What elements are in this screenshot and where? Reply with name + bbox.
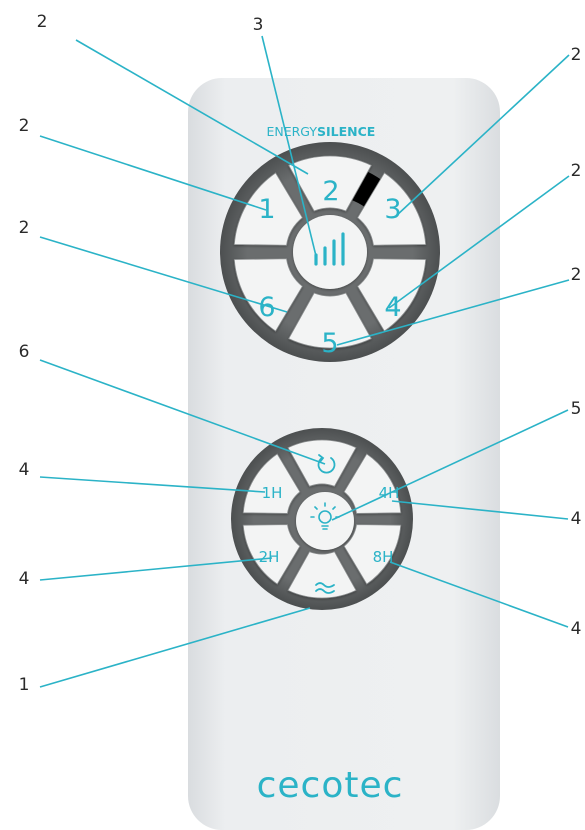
callout-left-6: 6: [19, 342, 30, 362]
top-button-2-label: 2: [322, 176, 339, 207]
callout-top-left: 2: [37, 12, 48, 32]
callout-right-3: 2: [571, 265, 582, 285]
callout-right-4a: 4: [571, 509, 582, 529]
bottom-button-1h-label: 1H: [262, 484, 283, 502]
top-button-3-label: 3: [384, 194, 401, 225]
callout-left-1b: 1: [19, 675, 30, 695]
callout-right-2: 2: [571, 161, 582, 181]
brand-prefix: ENERGY: [266, 124, 317, 139]
callout-left-4b: 4: [19, 569, 30, 589]
brand-logo: cecotec: [257, 765, 404, 806]
brand-suffix: SILENCE: [317, 124, 375, 139]
top-dial: 2 3 4 5 6 1: [220, 142, 440, 362]
top-button-5-label: 5: [321, 328, 338, 359]
callout-right-1: 2: [571, 45, 582, 65]
top-button-4-label: 4: [384, 292, 401, 323]
callout-left-2: 2: [19, 218, 30, 238]
callout-center: 3: [253, 15, 264, 35]
callout-left-4a: 4: [19, 460, 30, 480]
callout-left-1: 2: [19, 116, 30, 136]
top-center-button[interactable]: [293, 215, 367, 289]
top-button-1-label: 1: [258, 194, 275, 225]
bottom-button-8h-label: 8H: [373, 548, 394, 566]
callout-right-4b: 4: [571, 619, 582, 639]
bottom-dial: 1H 4H 2H 8H: [231, 428, 413, 610]
bottom-center-button[interactable]: [296, 492, 354, 550]
bottom-button-2h-label: 2H: [259, 548, 280, 566]
callout-right-5: 5: [571, 399, 582, 419]
